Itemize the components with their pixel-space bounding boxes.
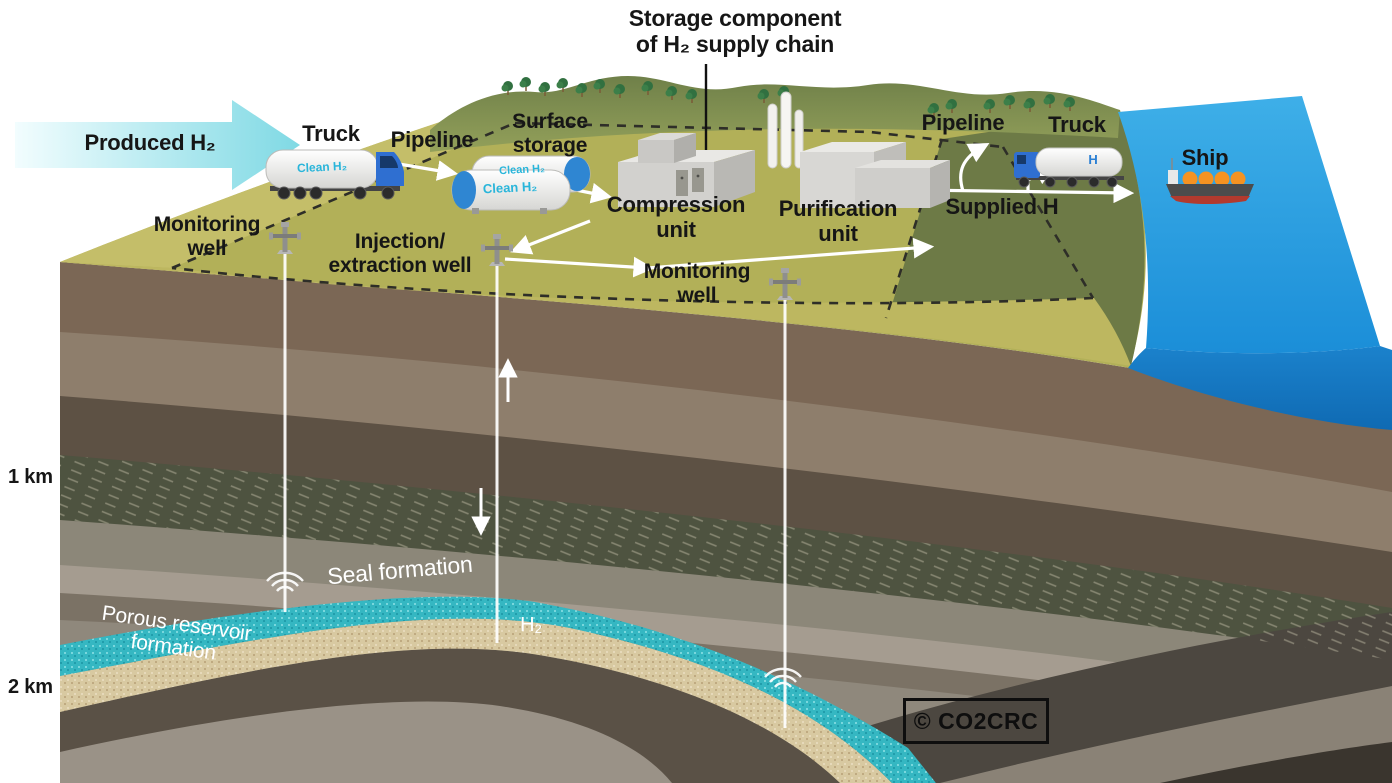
compression-unit-label: Compression unit — [606, 192, 746, 242]
clean-h2-tank-back-label: Clean H₂ — [498, 162, 546, 178]
truck-right-label: Truck — [1048, 112, 1106, 137]
injection-extraction-well-label: Injection/ extraction well — [328, 230, 472, 277]
clean-h2-tank-front-label: Clean H₂ — [482, 178, 538, 197]
depth-1km-label: 1 km — [8, 466, 53, 488]
truck-left-label: Truck — [302, 121, 360, 146]
pipeline-right-label: Pipeline — [921, 110, 1005, 135]
truck-h-label: H — [1088, 152, 1098, 167]
sand-layer — [60, 618, 892, 783]
ship-label: Ship — [1181, 145, 1229, 170]
underground-strata — [60, 262, 1392, 783]
produced-h2-label: Produced H₂ — [84, 130, 216, 155]
page-title: Storage component of H₂ supply chain — [628, 5, 842, 57]
supplied-h-label: Supplied H — [945, 194, 1059, 219]
pipeline-left-label: Pipeline — [390, 127, 474, 152]
monitoring-well-center-label: Monitoring well — [643, 260, 751, 307]
purification-unit-icon — [767, 91, 950, 208]
surface-storage-label: Surface storage — [512, 110, 588, 157]
h2-reservoir-label: H₂ — [520, 614, 542, 636]
monitoring-well-left-label: Monitoring well — [153, 213, 261, 260]
ship-icon — [1166, 158, 1254, 204]
purification-unit-label: Purification unit — [778, 196, 898, 246]
storage-tanks-icon — [451, 155, 591, 214]
reservoir-formation — [60, 596, 936, 783]
depth-2km-label: 2 km — [8, 676, 53, 698]
site-boundary-dashed — [171, 121, 1095, 319]
wells — [265, 222, 803, 728]
clean-h2-truck-label: Clean H₂ — [296, 158, 348, 176]
hatched-stratum — [60, 455, 1392, 660]
ocean — [1118, 96, 1392, 430]
stored-h2-plume — [60, 596, 936, 783]
produced-h2-arrow — [15, 100, 300, 190]
truck-icon-left — [265, 149, 404, 200]
supplied-h-line — [917, 182, 1135, 204]
compression-unit-icon — [618, 133, 755, 207]
copyright-watermark: © CO2CRC — [903, 698, 1049, 744]
truck-icon-right — [1014, 147, 1124, 188]
